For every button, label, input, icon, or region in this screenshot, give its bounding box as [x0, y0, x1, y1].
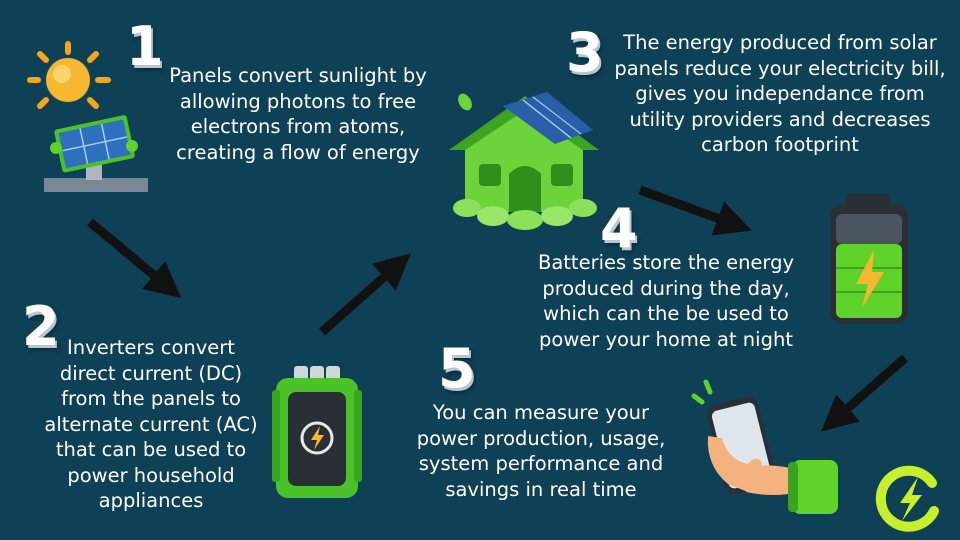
step-5-text: You can measure your power production, u…	[416, 401, 666, 501]
step-1-number: 1	[126, 15, 164, 78]
arrow-4-to-5	[821, 354, 908, 432]
step-4-number: 4	[600, 197, 638, 260]
step-2-text: Inverters convert direct current (DC) fr…	[44, 336, 258, 512]
brand-logo-icon	[875, 465, 939, 532]
inverter-icon	[272, 366, 362, 498]
step-4-text: Batteries store the energy produced duri…	[537, 251, 795, 351]
step-3-number: 3	[566, 21, 604, 84]
step-3-text: The energy produced from solar panels re…	[614, 31, 946, 156]
step-2-number: 2	[22, 295, 60, 358]
solar-panel-sun-icon	[27, 41, 148, 192]
step-5-number: 5	[438, 337, 476, 400]
arrow-1-to-2	[87, 218, 182, 299]
arrow-3-to-4	[638, 185, 752, 236]
green-house-icon	[449, 92, 599, 230]
step-1-text: Panels convert sunlight by allowing phot…	[169, 64, 427, 164]
battery-icon	[830, 194, 908, 324]
phone-in-hand-icon	[691, 379, 838, 514]
arrow-2-to-3	[319, 253, 411, 336]
